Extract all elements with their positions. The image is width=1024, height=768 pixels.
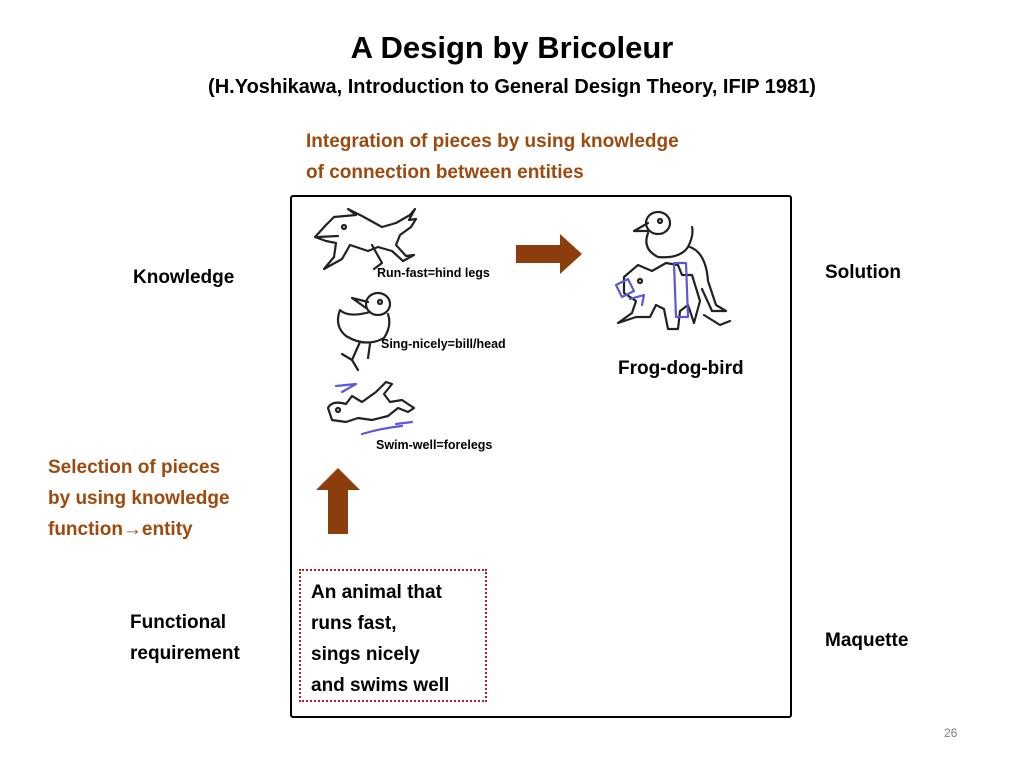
solution-label: Solution [825,262,901,283]
result-label: Frog-dog-bird [618,358,744,379]
requirement-line-3: sings nicely [311,644,420,665]
integration-arrow-icon [516,234,582,274]
knowledge-label: Knowledge [133,267,235,288]
integration-caption: Integration of pieces by using knowledge… [306,126,679,188]
piece-dog-label: Run-fast=hind legs [377,266,490,280]
functional-requirement-label: Functional requirement [130,607,240,669]
piece-frog-label: Swim-well=forelegs [376,438,493,452]
selection-arrow-icon [316,468,360,534]
selection-line-1: Selection of pieces [48,457,221,478]
requirement-box: An animal that runs fast, sings nicely a… [299,569,487,702]
frog-sketch [326,380,416,436]
dog-sketch [313,207,418,271]
integration-line-1: Integration of pieces by using knowledge [306,131,679,152]
page-number: 26 [944,726,958,740]
integration-line-2: of connection between entities [306,162,584,183]
selection-line-2: by using knowledge [48,488,230,509]
requirement-line-2: runs fast, [311,613,397,634]
selection-caption: Selection of pieces by using knowledge f… [48,452,230,545]
slide-title: A Design by Bricoleur [350,30,674,65]
frog-dog-bird-sketch [614,210,732,331]
requirement-line-4: and swims well [311,675,450,696]
diagram-frame [290,195,792,718]
slide-subtitle: (H.Yoshikawa, Introduction to General De… [208,76,816,98]
functional-line-2: requirement [130,643,240,664]
piece-bird-label: Sing-nicely=bill/head [381,337,506,351]
bird-sketch [336,291,392,372]
functional-line-1: Functional [130,612,227,633]
requirement-line-1: An animal that [311,582,442,603]
maquette-label: Maquette [825,630,909,651]
selection-line-3: function→entity [48,519,193,540]
